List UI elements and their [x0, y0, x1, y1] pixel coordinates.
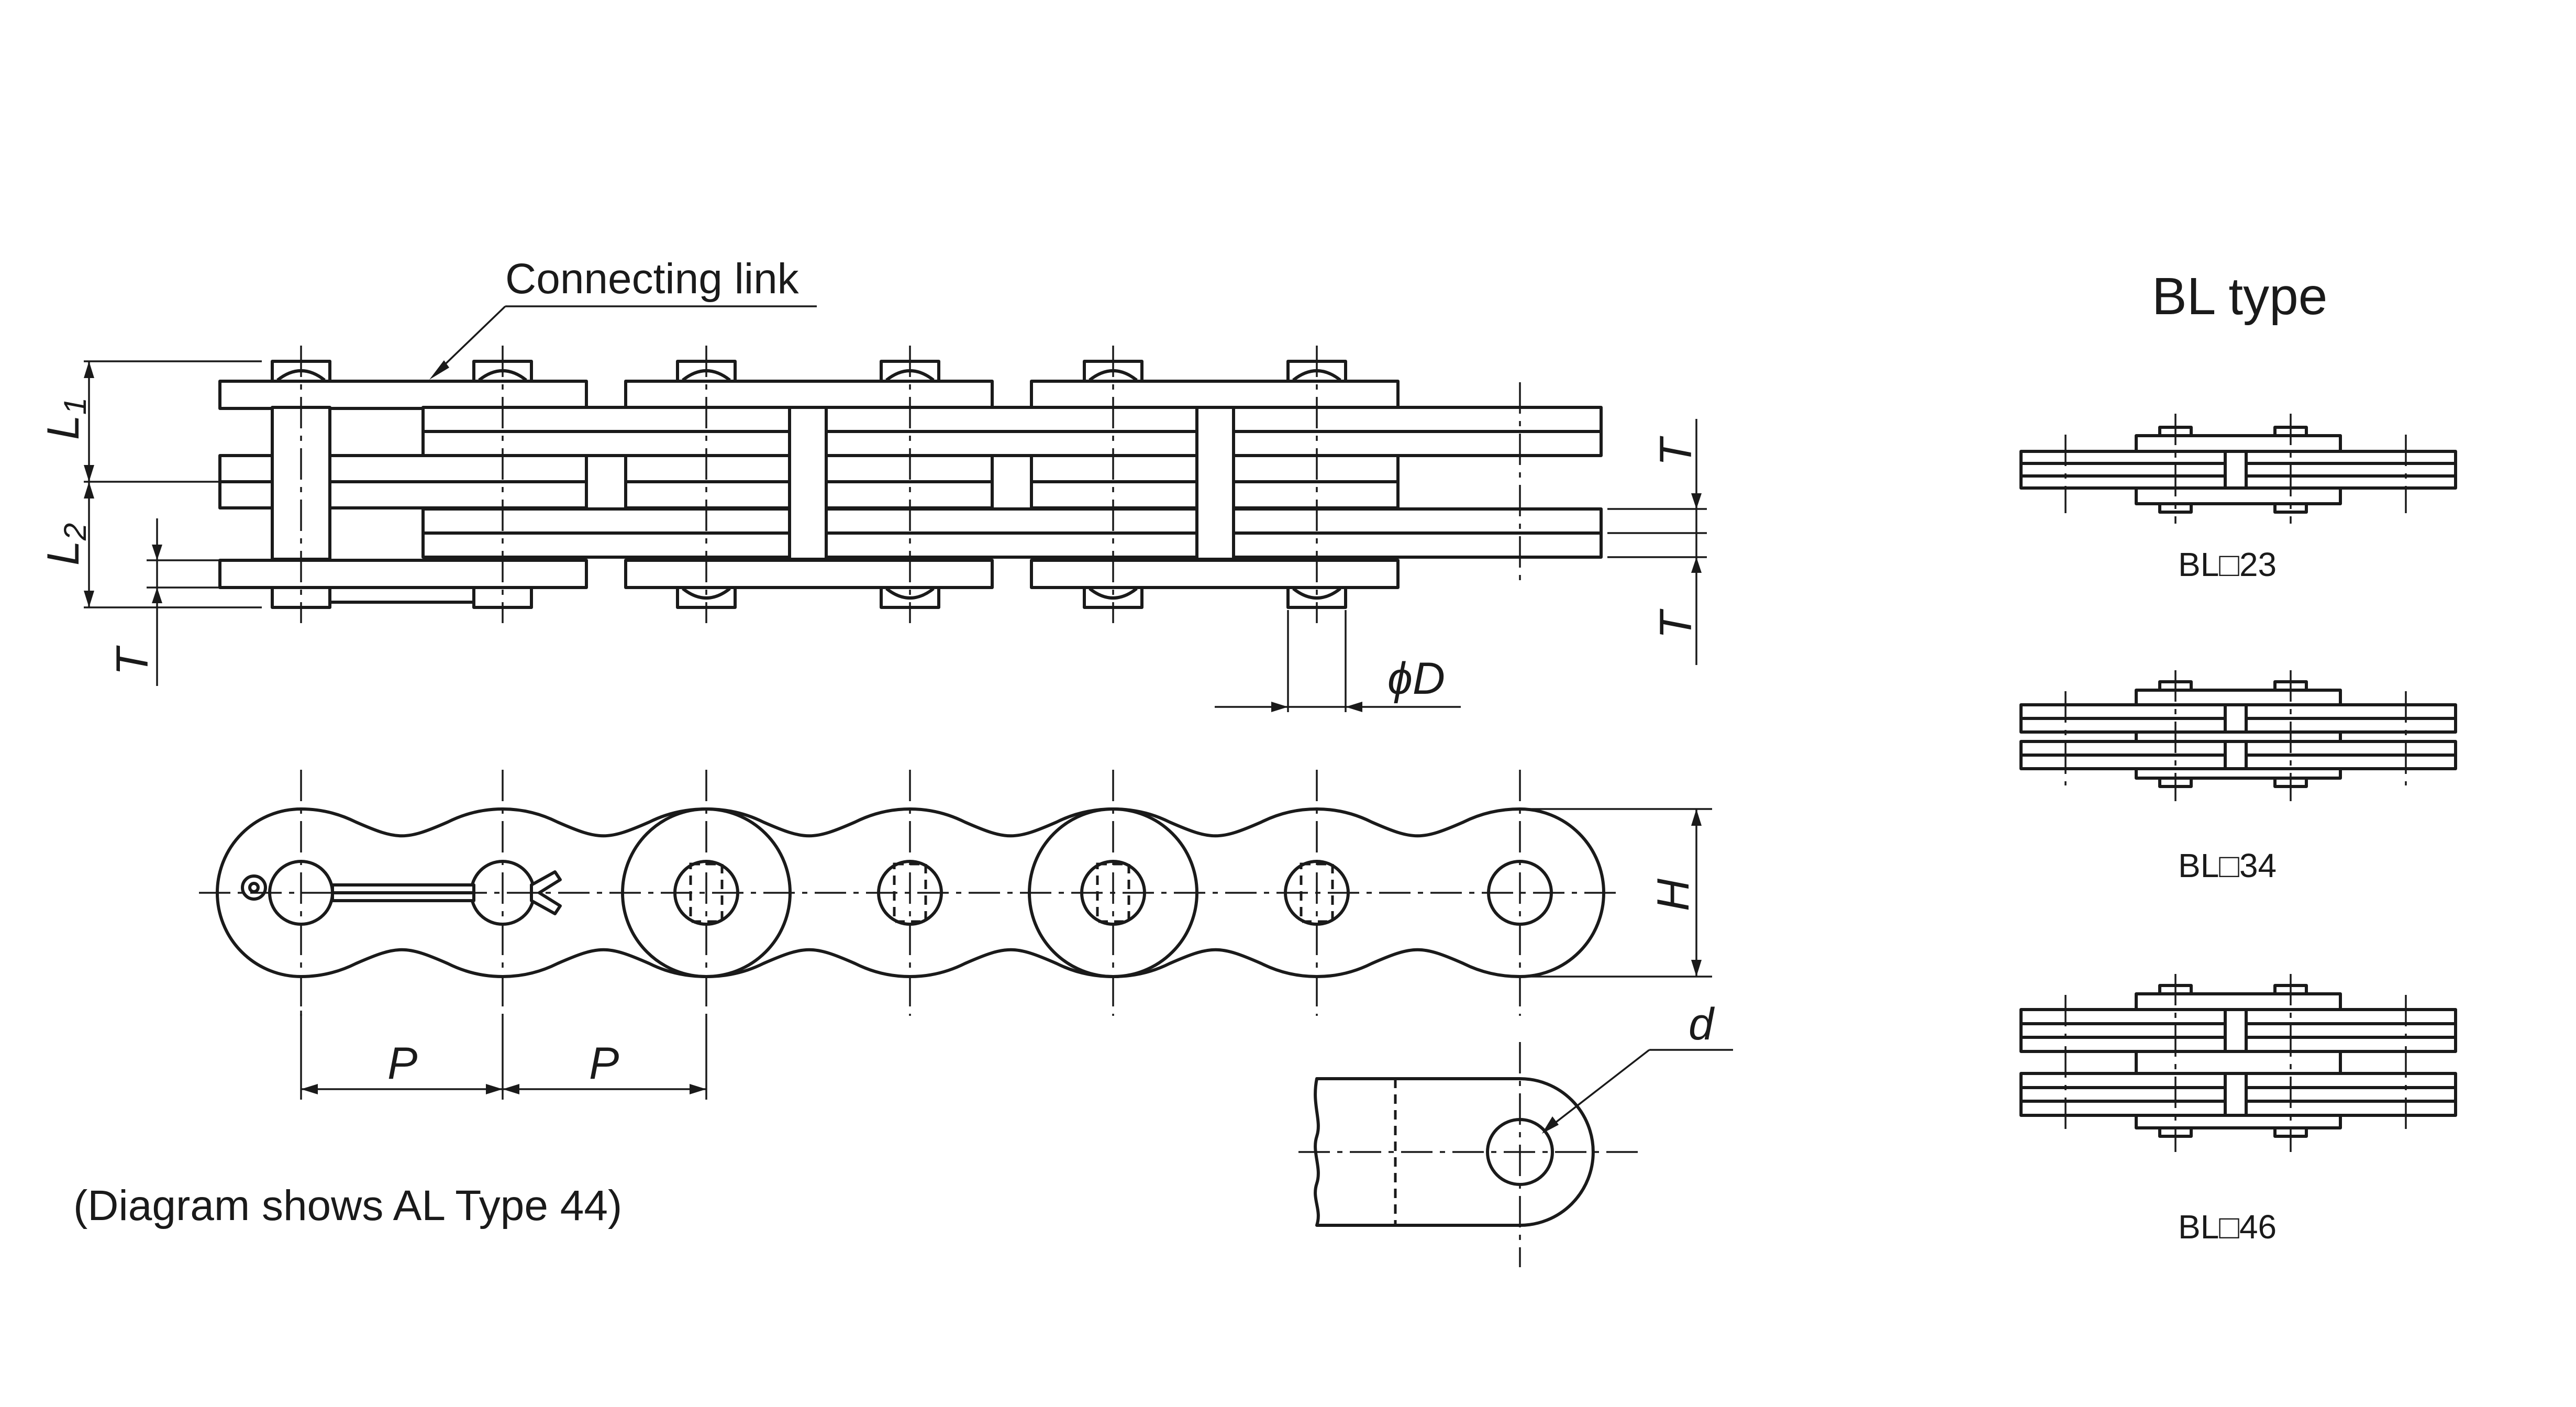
outer-plate: [218, 559, 588, 589]
dim-L1-label: L1: [38, 397, 93, 440]
dim-P-label-1: P: [387, 1038, 417, 1089]
right-t-dimensions: T T: [1607, 419, 1707, 665]
bl-46-label: BL□46: [2178, 1208, 2277, 1246]
connecting-link-label: Connecting link: [505, 255, 800, 303]
H-dimension: H: [1520, 808, 1712, 978]
outer-plate: [1030, 559, 1400, 589]
dim-H-label: H: [1648, 878, 1698, 911]
plate-detail-view: d: [1298, 999, 1733, 1267]
dim-P-label-2: P: [589, 1038, 619, 1089]
dim-T-left-label: T: [107, 645, 158, 675]
dim-phiD-label: ϕD: [1387, 653, 1445, 704]
diagram-caption: (Diagram shows AL Type 44): [73, 1182, 622, 1229]
bl-23-label: BL□23: [2178, 546, 2277, 583]
dim-T-lower-label: T: [1651, 608, 1701, 639]
chain-top-view: [218, 346, 1603, 623]
outer-plate: [1030, 380, 1400, 410]
pitch-dimensions: P P: [300, 1011, 707, 1100]
bl-variant-46: BL□46: [2019, 974, 2457, 1246]
connecting-link-clip: [241, 870, 562, 915]
outer-plate: [218, 380, 588, 410]
phiD-dimension: ϕD: [1215, 610, 1461, 712]
bl-34-label: BL□34: [2178, 847, 2277, 884]
dim-L2-label: L2: [38, 523, 93, 566]
connecting-link-callout: Connecting link: [429, 255, 817, 380]
outer-plate: [624, 559, 994, 589]
chain-side-view: [199, 770, 1623, 1016]
outer-plate: [624, 380, 994, 410]
bl-variant-34: BL□34: [2019, 670, 2457, 884]
bl-type-title: BL type: [2152, 267, 2327, 326]
left-dimensions: L1 L2 T: [38, 360, 262, 686]
bl-variant-23: BL□23: [2019, 414, 2457, 583]
dim-d-label: d: [1689, 999, 1715, 1049]
connecting-pin: [271, 406, 331, 561]
dim-T-upper-label: T: [1651, 436, 1701, 466]
